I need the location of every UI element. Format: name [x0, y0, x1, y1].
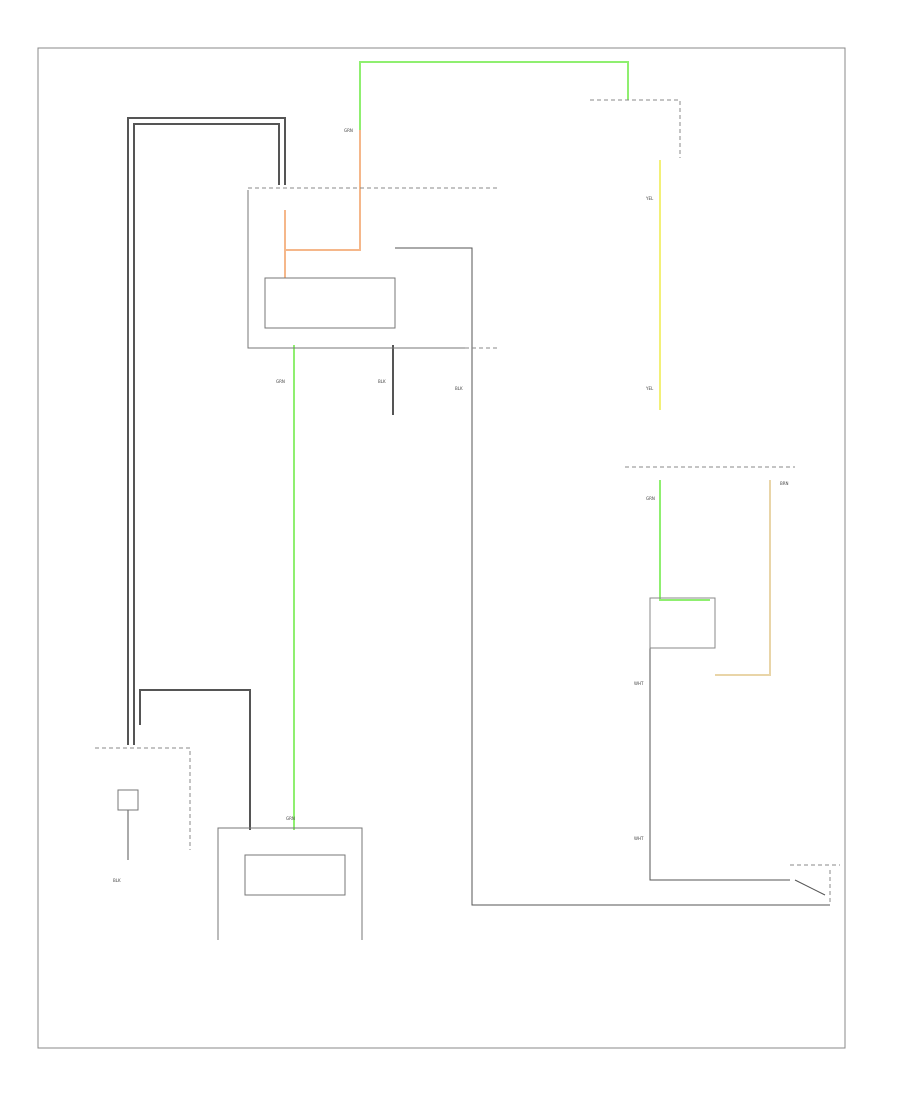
wire-black-loop: [395, 247, 830, 906]
label-yel-2: YEL: [645, 386, 654, 391]
label-grn-2: GRN: [276, 379, 285, 384]
battery-symbol: [117, 789, 139, 811]
wire-battery-feed-2: [133, 123, 280, 745]
label-wht-1: WHT: [634, 681, 644, 686]
wire-battery-feed: [127, 117, 286, 745]
battery-box: [95, 747, 191, 850]
wire-orange-fuse: [284, 130, 361, 251]
interlock-switch: [649, 597, 716, 649]
label-blk-3: BLK: [113, 878, 121, 883]
wire-tan: [715, 480, 771, 676]
starter-relay: [264, 277, 396, 329]
wire-green-right: [659, 480, 710, 601]
label-grn-4: GRN: [646, 496, 655, 501]
label-grn-1: GRN: [344, 128, 353, 133]
diagram-frame: [37, 47, 846, 1049]
label-blk-1: BLK: [378, 379, 386, 384]
label-brn-1: BRN: [780, 481, 789, 486]
label-blk-2: BLK: [455, 386, 463, 391]
trans-range-switch-contact: [794, 879, 826, 896]
starter-solenoid: [244, 854, 346, 896]
wire-white-trs: [649, 640, 790, 881]
label-wht-2: WHT: [634, 836, 644, 841]
wire-green-top: [359, 61, 629, 130]
ignition-switch-box: [590, 99, 681, 158]
label-grn-3: GRN: [286, 816, 295, 821]
wire-starter-b: [139, 689, 251, 830]
starter-box: [217, 827, 363, 940]
trans-range-switch-box: [790, 864, 840, 905]
label-yel-1: YEL: [645, 196, 654, 201]
fuse-relay-box: [247, 190, 465, 349]
